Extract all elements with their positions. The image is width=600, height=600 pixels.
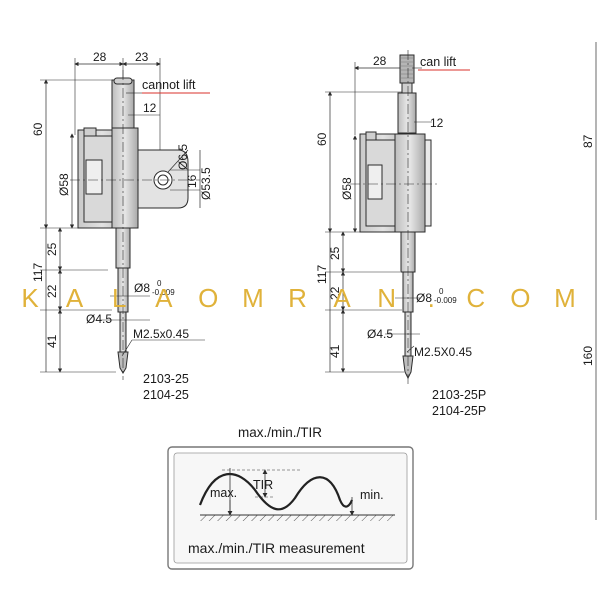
tir-caption: max./min./TIR measurement <box>188 540 365 556</box>
right-note: can lift <box>420 55 457 69</box>
right-indicator <box>325 42 597 520</box>
left-dim-22: 22 <box>45 284 59 298</box>
left-tol-upper: 0 <box>157 279 162 288</box>
left-model-2: 2104-25 <box>143 388 189 402</box>
left-dim-60: 60 <box>31 122 45 136</box>
watermark-letter: L <box>112 283 126 313</box>
tir-box <box>167 446 414 570</box>
left-thread: M2.5x0.45 <box>133 327 189 341</box>
left-dim-12: 12 <box>143 101 157 115</box>
left-dim-8: Ø8 <box>134 281 150 295</box>
left-indicator <box>40 58 210 380</box>
right-model-1: 2103-25P <box>432 388 486 402</box>
watermark-letter: C <box>466 283 485 313</box>
left-tol-lower: -0.009 <box>152 288 175 297</box>
tir-tir-label: TIR <box>253 478 273 492</box>
left-note: cannot lift <box>142 78 196 92</box>
tir-title: max./min./TIR <box>238 425 322 440</box>
watermark-letter: N <box>377 283 396 313</box>
right-model-2: 2104-25P <box>432 404 486 418</box>
left-dim-53-5: Ø53.5 <box>199 167 213 200</box>
right-dim-28: 28 <box>373 54 387 68</box>
left-dim-41: 41 <box>45 334 59 348</box>
left-model-1: 2103-25 <box>143 372 189 386</box>
watermark-letter: R <box>288 283 307 313</box>
right-thread: M2.5X0.45 <box>414 345 472 359</box>
right-dim-160: 160 <box>581 346 595 366</box>
watermark-letter: A <box>333 283 351 313</box>
watermark-letter: A <box>66 283 84 313</box>
left-dim-58: Ø58 <box>57 173 71 196</box>
right-dim-58: Ø58 <box>340 177 354 200</box>
left-dim-23: 23 <box>135 50 149 64</box>
watermark-letter: O <box>510 283 530 313</box>
right-dim-117: 117 <box>315 265 329 284</box>
right-dim-12: 12 <box>430 116 444 130</box>
right-dim-25: 25 <box>328 246 342 260</box>
watermark-letter: M <box>242 283 264 313</box>
right-dim-4-5: Ø4.5 <box>367 327 393 341</box>
left-dim-25: 25 <box>45 242 59 256</box>
watermark-letter: . <box>428 283 435 313</box>
left-dim-6-5: Ø6.5 <box>176 144 190 170</box>
watermark-letter: K <box>21 283 39 313</box>
watermark-letter: M <box>554 283 576 313</box>
left-dim-28: 28 <box>93 50 107 64</box>
left-dim-117: 117 <box>31 263 45 282</box>
right-tol-upper: 0 <box>439 287 444 296</box>
left-dim-16: 16 <box>185 174 199 188</box>
right-dim-22: 22 <box>328 286 342 300</box>
right-dim-60: 60 <box>315 132 329 146</box>
tir-min-label: min. <box>360 488 384 502</box>
right-dim-41: 41 <box>328 344 342 358</box>
watermark-letter: A <box>155 283 173 313</box>
right-dim-8: Ø8 <box>416 291 432 305</box>
left-dim-4-5: Ø4.5 <box>86 312 112 326</box>
watermark-letter: O <box>198 283 218 313</box>
tir-max-label: max. <box>210 486 237 500</box>
right-tol-lower: -0.009 <box>434 296 457 305</box>
right-dim-87: 87 <box>581 134 595 148</box>
